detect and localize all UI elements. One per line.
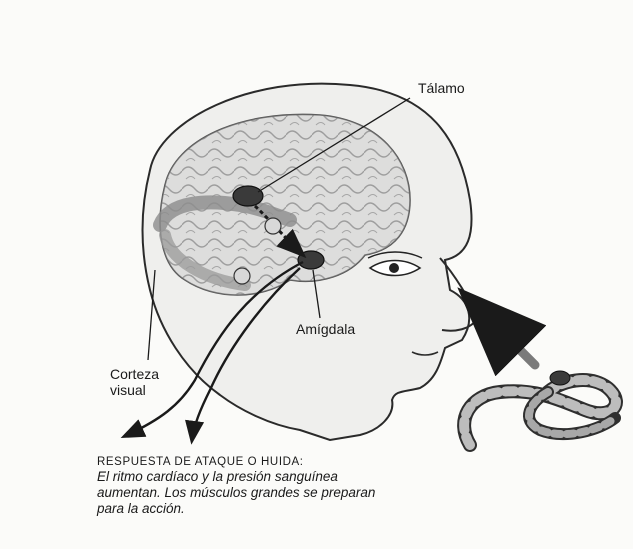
visual-input-arrow: [470, 300, 535, 365]
thalamus-node: [233, 186, 263, 206]
caption-body: El ritmo cardíaco y la presión sanguínea…: [97, 469, 517, 517]
amygdala-label: Amígdala: [296, 321, 355, 337]
caption-title: Respuesta de ataque o huida:: [97, 455, 517, 469]
hippocampus-detail: [265, 218, 281, 234]
visual-cortex-label: Corteza visual: [110, 366, 159, 398]
caption: Respuesta de ataque o huida: El ritmo ca…: [97, 455, 517, 517]
snake: [464, 371, 616, 445]
thalamus-label: Tálamo: [418, 80, 465, 96]
